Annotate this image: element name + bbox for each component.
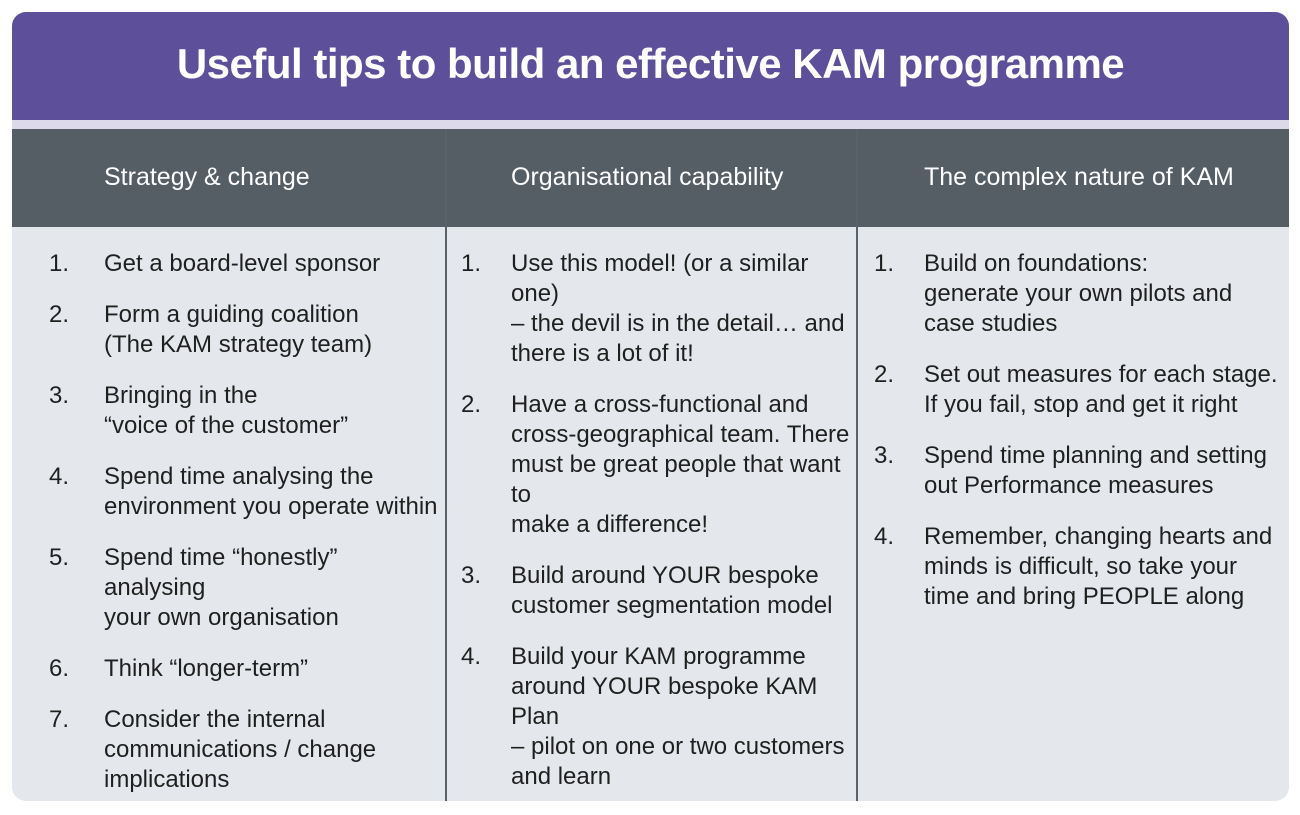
item-number: 3.	[461, 562, 482, 589]
column-heading: Strategy & change	[12, 129, 445, 227]
column-complex-nature-of-kam: The complex nature of KAM 1. Build on fou…	[856, 129, 1289, 801]
column-organisational-capability: Organisational capability 1. Use this mod…	[445, 129, 856, 801]
tips-card: Useful tips to build an effective KAM pr…	[12, 12, 1289, 801]
list-item: 3. Build around YOUR bespoke customer seg…	[447, 561, 856, 621]
item-number: 4.	[49, 463, 70, 490]
list-item: 6. Think “longer-term”	[12, 654, 445, 684]
item-text: Build on foundations: generate your own …	[924, 250, 1233, 337]
item-number: 4.	[461, 643, 482, 670]
tips-columns: Strategy & change 1. Get a board-level sp…	[12, 129, 1289, 801]
item-number: 4.	[874, 523, 895, 550]
column-heading: The complex nature of KAM	[858, 129, 1289, 227]
item-number: 2.	[874, 361, 895, 388]
item-number: 2.	[49, 301, 70, 328]
list-item: 4. Build your KAM programme around YOUR b…	[447, 642, 856, 792]
item-text: Form a guiding coalition (The KAM strate…	[104, 301, 373, 358]
item-number: 1.	[461, 250, 482, 277]
item-number: 7.	[49, 706, 70, 733]
item-number: 2.	[461, 391, 482, 418]
item-text: Get a board-level sponsor	[104, 250, 381, 277]
list-item: 1. Get a board-level sponsor	[12, 249, 445, 279]
column-heading: Organisational capability	[447, 129, 856, 227]
list-item: 3. Spend time planning and setting out Pe…	[858, 441, 1289, 501]
item-text: Build around YOUR bespoke customer segme…	[511, 562, 833, 619]
tips-list: 1. Use this model! (or a similar one) – t…	[447, 249, 856, 801]
list-item: 4. Remember, changing hearts and minds is…	[858, 522, 1289, 612]
item-text: Spend time analysing the environment you…	[104, 463, 438, 520]
item-text: Use this model! (or a similar one) – the…	[511, 250, 845, 367]
column-strategy-change: Strategy & change 1. Get a board-level sp…	[12, 129, 445, 801]
list-item: 2. Have a cross-functional and cross-geog…	[447, 390, 856, 540]
item-text: Build your KAM programme around YOUR bes…	[511, 643, 845, 790]
item-number: 1.	[874, 250, 895, 277]
list-item: 5. Spend time “honestly” analysing your o…	[12, 543, 445, 633]
title-bar: Useful tips to build an effective KAM pr…	[12, 12, 1289, 120]
title-divider	[12, 120, 1289, 129]
page-title: Useful tips to build an effective KAM pr…	[176, 40, 1125, 87]
list-item: 1. Use this model! (or a similar one) – t…	[447, 249, 856, 369]
list-item: 4. Spend time analysing the environment y…	[12, 462, 445, 522]
item-number: 5.	[49, 544, 70, 571]
list-item: 3. Bringing in the “voice of the customer…	[12, 381, 445, 441]
item-text: Remember, changing hearts and minds is d…	[924, 523, 1273, 610]
item-text: Think “longer-term”	[104, 655, 309, 682]
item-text: Spend time planning and setting out Perf…	[924, 442, 1267, 499]
item-number: 6.	[49, 655, 70, 682]
item-text: Set out measures for each stage. If you …	[924, 361, 1278, 418]
item-text: Consider the internal communications / c…	[104, 706, 377, 793]
list-item: 1. Build on foundations: generate your ow…	[858, 249, 1289, 339]
item-text: Bringing in the “voice of the customer”	[104, 382, 349, 439]
item-text: Have a cross-functional and cross-geogra…	[511, 391, 850, 538]
item-number: 3.	[49, 382, 70, 409]
tips-list: 1. Get a board-level sponsor 2. Form a gui…	[12, 249, 445, 801]
list-item: 7. Consider the internal communications /…	[12, 705, 445, 795]
item-number: 3.	[874, 442, 895, 469]
list-item: 2. Set out measures for each stage. If yo…	[858, 360, 1289, 420]
item-number: 1.	[49, 250, 70, 277]
tips-list: 1. Build on foundations: generate your ow…	[858, 249, 1289, 633]
list-item: 2. Form a guiding coalition (The KAM stra…	[12, 300, 445, 360]
item-text: Spend time “honestly” analysing your own…	[104, 544, 339, 631]
